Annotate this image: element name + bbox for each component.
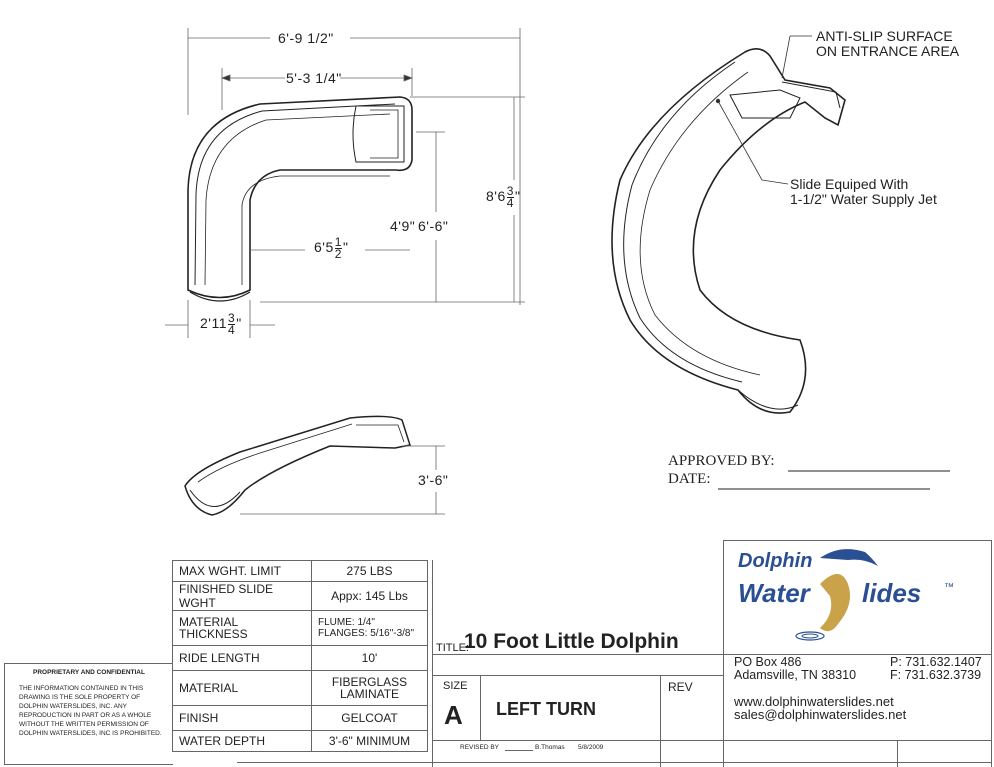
dim-lower-width-num: 1: [334, 235, 342, 249]
date-label: DATE:: [668, 471, 711, 487]
spec-label: FINISH: [172, 705, 312, 731]
spec-label: FINISHED SLIDE WGHT: [172, 581, 312, 611]
spec-label: MAX WGHT. LIMIT: [172, 560, 312, 582]
dim-total-height-den: 4: [506, 196, 514, 210]
plan-view-slide: [187, 96, 413, 302]
spec-value: FIBERGLASS LAMINATE: [311, 670, 428, 706]
logo-word-dolphin: Dolphin: [738, 550, 813, 572]
spec-label: MATERIAL THICKNESS: [172, 610, 312, 646]
revised-by-label: REVISED BY: [460, 744, 500, 751]
dim-exit-width-den: 4: [228, 323, 236, 337]
proprietary-heading: PROPRIETARY AND CONFIDENTIAL: [33, 669, 145, 676]
size-label: SIZE: [443, 680, 468, 692]
spec-value: FLUME: 1/4" FLANGES: 5/16"-3/8": [311, 610, 428, 646]
company-logo: Dolphin Water lides ™: [730, 544, 988, 652]
drawing-title: 10 Foot Little Dolphin: [464, 630, 679, 653]
dim-mid-height-a: 4'9": [390, 218, 416, 234]
dim-lower-width-den: 2: [334, 247, 342, 261]
dim-exit-width-suffix: ": [236, 315, 242, 332]
company-fax: F: 731.632.3739: [890, 668, 982, 682]
company-address2: Adamsville, TN 38310: [734, 668, 857, 682]
dim-exit-width-num: 3: [228, 311, 236, 325]
splash-icon: [795, 631, 825, 641]
callout-water-jet-line1: Slide Equiped With: [790, 176, 909, 192]
logo-graphic: [795, 549, 878, 641]
spec-label: MATERIAL: [172, 670, 312, 706]
dim-exit-width-main: 2'11: [200, 315, 227, 332]
spec-value: 3'-6" MINIMUM: [311, 730, 428, 752]
slide-s-icon: [820, 574, 851, 632]
dim-total-height-num: 3: [506, 184, 514, 198]
spec-value: GELCOAT: [311, 705, 428, 731]
side-view-slide: [184, 415, 411, 516]
company-address1: PO Box 486: [734, 655, 802, 669]
dolphin-icon: [820, 549, 878, 566]
isometric-callout-leaders: [715, 35, 812, 185]
dim-overall-width: 6'-9 1/2": [278, 30, 334, 46]
approved-by-label: APPROVED BY:: [668, 453, 775, 469]
proprietary-box: PROPRIETARY AND CONFIDENTIAL THE INFORMA…: [4, 663, 173, 765]
proprietary-body: THE INFORMATION CONTAINED IN THIS DRAWIN…: [19, 685, 162, 737]
dim-mid-height-b: 6'-6": [418, 218, 449, 234]
company-phone: P: 731.632.1407: [890, 655, 982, 669]
logo-word-water: Water: [738, 578, 810, 608]
spec-value: 275 LBS: [311, 560, 428, 582]
callout-anti-slip: ANTI-SLIP SURFACE ON ENTRANCE AREA: [816, 29, 959, 59]
callout-anti-slip-line1: ANTI-SLIP SURFACE: [816, 28, 953, 44]
callout-water-jet-line2: 1-1/2" Water Supply Jet: [790, 191, 937, 207]
spec-value: Appx: 145 Lbs: [311, 581, 428, 611]
plan-dimension-lines: [165, 28, 525, 338]
logo-trademark: ™: [944, 582, 954, 593]
spec-value: 10': [311, 645, 428, 671]
logo-word-slides: lides: [862, 578, 922, 608]
dim-total-height-main: 8'6: [486, 188, 506, 205]
company-email[interactable]: sales@dolphinwaterslides.net: [734, 707, 907, 722]
title-label: TITLE:: [436, 642, 470, 654]
callout-water-jet: Slide Equiped With 1-1/2" Water Supply J…: [790, 177, 937, 207]
spec-label: WATER DEPTH: [172, 730, 312, 752]
drawing-description: LEFT TURN: [496, 699, 596, 719]
dim-lower-width-main: 6'5: [314, 239, 334, 256]
dim-side-height: 3'-6": [418, 472, 449, 488]
company-website[interactable]: www.dolphinwaterslides.net: [734, 694, 894, 709]
revised-date: 5/8/2009: [578, 744, 604, 751]
rev-label: REV: [668, 680, 693, 694]
size-value: A: [444, 700, 463, 730]
dim-inner-width: 5'-3 1/4": [286, 70, 342, 86]
spec-label: RIDE LENGTH: [172, 645, 312, 671]
dim-total-height-suffix: ": [514, 188, 521, 205]
dim-lower-width-suffix: ": [342, 239, 349, 256]
approval-lines: [718, 470, 950, 490]
isometric-view-slide: [611, 48, 846, 414]
callout-anti-slip-line2: ON ENTRANCE AREA: [816, 43, 960, 59]
revised-by-name: B.Thomas: [535, 744, 565, 751]
side-dimension-lines: [240, 445, 445, 515]
